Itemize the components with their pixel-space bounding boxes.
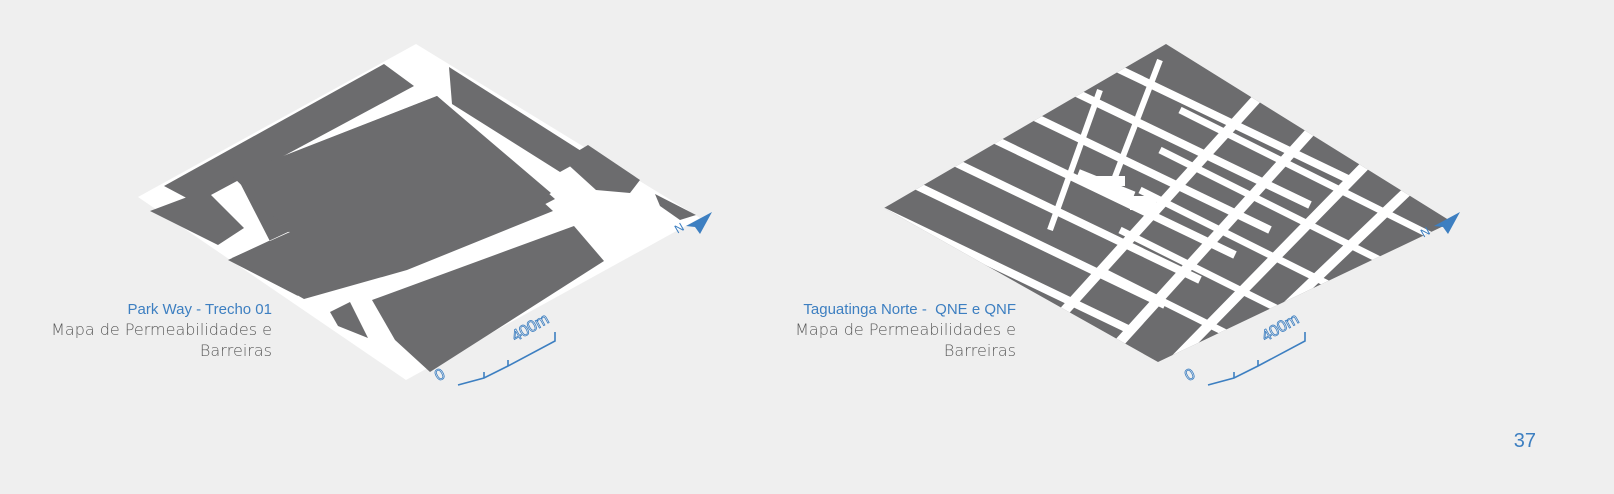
block [563, 145, 640, 193]
scale-start-label: 0 [1182, 366, 1198, 385]
map-title: Park Way - Trecho 01 [127, 301, 273, 318]
block [372, 226, 604, 372]
page-number: 37 [1513, 430, 1536, 452]
map-park-way-blocks [150, 64, 696, 372]
map-taguatinga-streets [884, 56, 1452, 362]
block [655, 194, 696, 220]
map-subtitle-line1: Mapa de Permeabilidades e [51, 320, 272, 339]
map-subtitle-line2: Barreiras [943, 341, 1016, 360]
north-arrow-icon [686, 212, 712, 234]
map-subtitle-line2: Barreiras [199, 341, 272, 360]
map-subtitle-line1: Mapa de Permeabilidades e [795, 320, 1016, 339]
block [232, 96, 553, 299]
map-title: Taguatinga Norte - QNE e QNF [803, 301, 1016, 318]
block [150, 190, 244, 245]
map-taguatinga-caption: Taguatinga Norte - QNE e QNF Mapa de Per… [760, 300, 1016, 361]
block [449, 67, 589, 172]
map-park-way-caption: Park Way - Trecho 01 Mapa de Permeabilid… [20, 300, 272, 361]
block [164, 64, 414, 203]
scale-end-label: 400m [1259, 311, 1302, 346]
north-arrow-icon [1434, 212, 1460, 234]
block [330, 302, 368, 338]
